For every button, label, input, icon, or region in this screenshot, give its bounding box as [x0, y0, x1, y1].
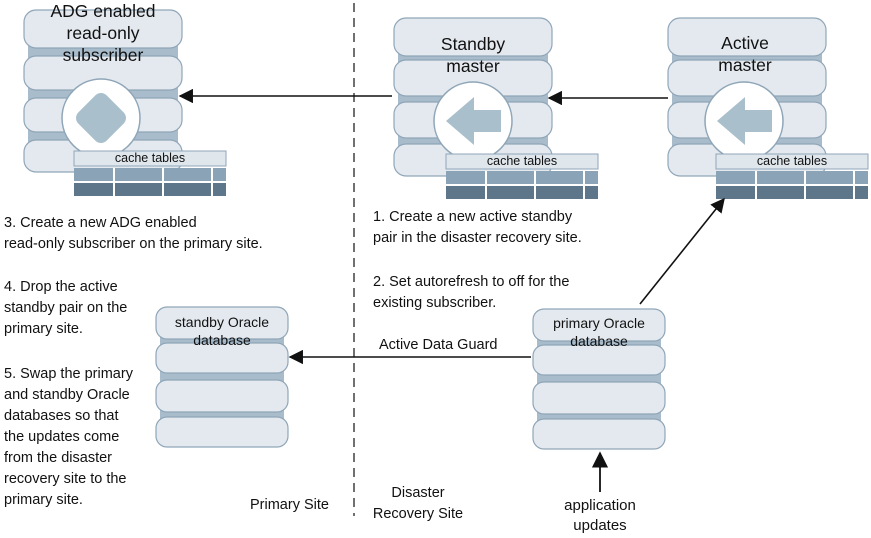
- standby-master-label: Standby master: [440, 34, 506, 76]
- left-arrow-icon: [717, 97, 772, 145]
- standby-cache-tables: [445, 153, 599, 199]
- active-master-label: Active master: [718, 33, 772, 75]
- step-4: 4. Drop the active standby pair on the p…: [4, 279, 128, 337]
- active-cache-label: cache tables: [756, 154, 828, 168]
- standby-cache-label: cache tables: [486, 154, 558, 168]
- step-1: 1. Create a new active standby pair in t…: [373, 209, 582, 246]
- data-guard-label: Active Data Guard: [379, 337, 498, 353]
- step-2: 2. Set autorefresh to off for the existi…: [373, 274, 570, 311]
- primary-oracle-label: primary Oracle database: [553, 315, 645, 349]
- adg-subscriber-server: [23, 9, 183, 173]
- diamond-icon: [76, 93, 126, 143]
- adg-subscriber-label: ADG enabled read-only subscriber: [50, 1, 156, 65]
- disaster-site-label: Disaster Recovery Site: [372, 485, 464, 522]
- step-3: 3. Create a new ADG enabled read-only su…: [4, 215, 263, 252]
- standby-oracle-label: standby Oracle database: [174, 314, 270, 348]
- step-5: 5. Swap the primary and standby Oracle d…: [4, 366, 133, 508]
- primary-db-to-active-arrow: [639, 197, 725, 305]
- standby-oracle-db: [155, 306, 289, 448]
- active-cache-tables: [715, 153, 869, 199]
- primary-oracle-db: [532, 308, 666, 450]
- adg-cache-tables: [73, 150, 227, 196]
- adg-cache-label: cache tables: [114, 151, 186, 165]
- primary-site-label: Primary Site: [250, 497, 329, 513]
- left-arrow-icon: [446, 97, 501, 145]
- app-updates-label: application updates: [564, 497, 636, 534]
